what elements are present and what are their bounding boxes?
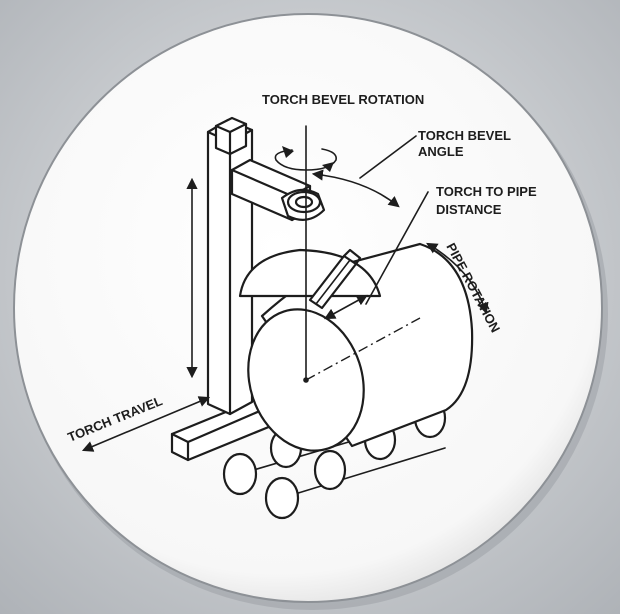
label-torch-bevel-rotation: TORCH BEVEL ROTATION — [262, 92, 424, 107]
label-torch-to-pipe-line2: DISTANCE — [436, 202, 502, 217]
pipe-rotation-arrow — [426, 242, 489, 315]
label-torch-bevel-angle-line1: TORCH BEVEL — [418, 128, 511, 143]
label-torch-to-pipe-line1: TORCH TO PIPE — [436, 184, 537, 199]
torch-nozzle — [308, 248, 362, 310]
torch-travel-arrow — [81, 396, 211, 452]
label-torch-bevel-angle-line2: ANGLE — [418, 144, 464, 159]
leader-torch-to-pipe — [365, 191, 429, 305]
leader-bevel-angle — [359, 135, 417, 179]
torch-to-pipe-arrow — [324, 294, 368, 320]
bevel-angle-arc — [311, 169, 400, 208]
